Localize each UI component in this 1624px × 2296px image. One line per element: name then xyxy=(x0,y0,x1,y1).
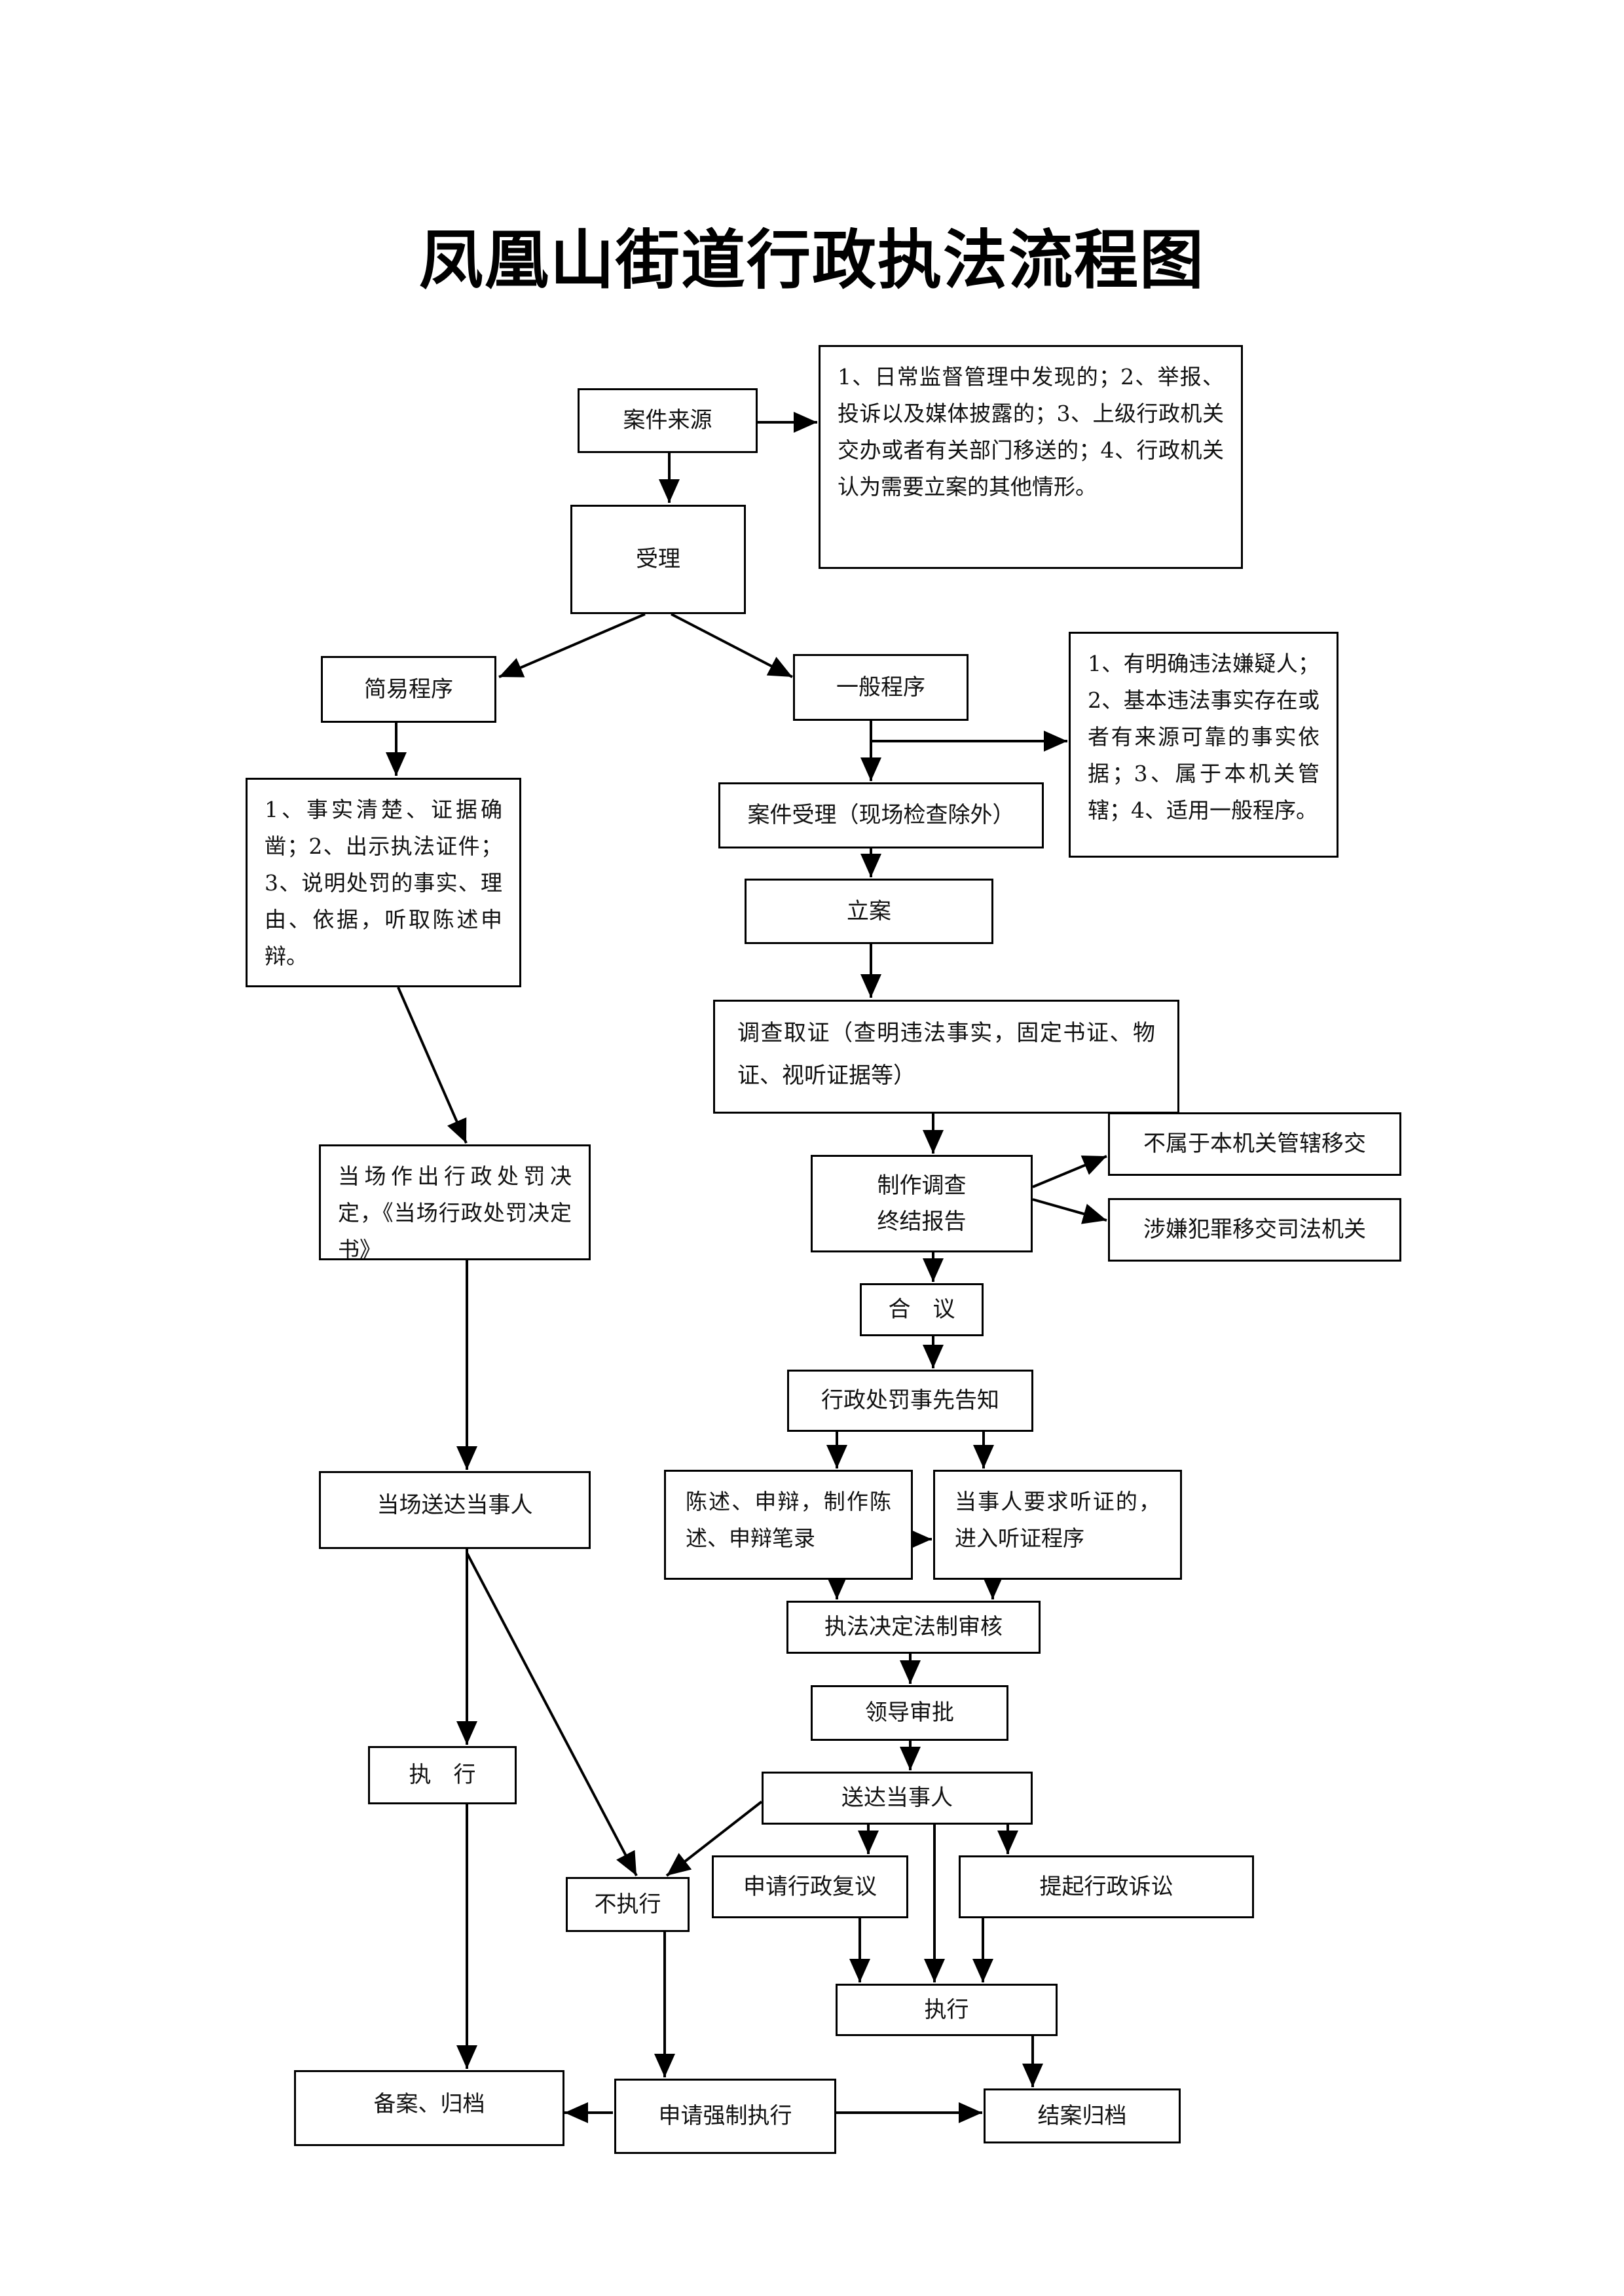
node-case-accept: 案件受理（现场检查除外） xyxy=(718,782,1044,848)
node-onsite-deliver: 当场送达当事人 xyxy=(319,1471,591,1549)
arrow-report-transfer1 xyxy=(1032,1155,1107,1188)
node-leader-approve: 领导审批 xyxy=(811,1685,1008,1741)
node-force-execute: 申请强制执行 xyxy=(614,2079,836,2154)
node-investigate: 调查取证（查明违法事实，固定书证、物证、视听证据等） xyxy=(713,1000,1179,1114)
node-onsite-decision: 当场作出行政处罚决定，《当场行政处罚决定书》 xyxy=(319,1144,591,1262)
node-case-source-note: 1、日常监督管理中发现的；2、举报、投诉以及媒体披露的；3、上级行政机关交办或者… xyxy=(819,345,1243,569)
arrow-accept-simple xyxy=(498,613,646,678)
arrow-deliver-notexec xyxy=(665,1800,763,1877)
node-simple-procedure: 简易程序 xyxy=(321,656,496,723)
node-execute-left: 执 行 xyxy=(368,1746,517,1804)
node-not-execute: 不执行 xyxy=(566,1877,690,1932)
node-deliver: 送达当事人 xyxy=(762,1772,1033,1825)
node-final-report-line1: 制作调查 xyxy=(877,1173,967,1199)
node-statement: 陈述、申辩，制作陈述、申辩笔录 xyxy=(664,1470,913,1580)
arrow-report-transfer2 xyxy=(1032,1198,1107,1224)
node-discuss: 合 议 xyxy=(860,1283,984,1336)
arrow-simplenote-onsite xyxy=(397,987,468,1144)
node-general-procedure: 一般程序 xyxy=(793,654,969,721)
node-prior-notice: 行政处罚事先告知 xyxy=(787,1370,1033,1432)
node-transfer-judicial: 涉嫌犯罪移交司法机关 xyxy=(1108,1198,1401,1262)
node-hearing: 当事人要求听证的，进入听证程序 xyxy=(933,1470,1182,1580)
node-archive: 备案、归档 xyxy=(294,2070,564,2146)
node-simple-note: 1、事实清楚、证据确凿；2、出示执法证件；3、说明处罚的事实、理由、依据，听取陈… xyxy=(246,778,521,987)
node-execute-right: 执行 xyxy=(836,1984,1058,2036)
node-legal-review: 执法决定法制审核 xyxy=(786,1601,1041,1654)
node-file-case: 立案 xyxy=(745,879,993,944)
node-file-lawsuit: 提起行政诉讼 xyxy=(959,1855,1254,1918)
node-transfer-jurisdiction: 不属于本机关管辖移交 xyxy=(1108,1112,1401,1176)
node-close-archive: 结案归档 xyxy=(984,2088,1181,2143)
node-final-report-line2: 终结报告 xyxy=(877,1208,967,1235)
node-case-source: 案件来源 xyxy=(578,388,758,453)
node-accept: 受理 xyxy=(570,505,746,614)
arrow-accept-general xyxy=(671,613,793,678)
node-final-report: 制作调查 终结报告 xyxy=(811,1155,1033,1252)
node-general-note: 1、有明确违法嫌疑人；2、基本违法事实存在或者有来源可靠的事实依据；3、属于本机… xyxy=(1069,632,1338,858)
page-title: 凤凰山街道行政执法流程图 xyxy=(418,223,1205,298)
node-apply-review: 申请行政复议 xyxy=(712,1855,908,1918)
arrow-onsitedeliver-notexec xyxy=(466,1552,638,1876)
